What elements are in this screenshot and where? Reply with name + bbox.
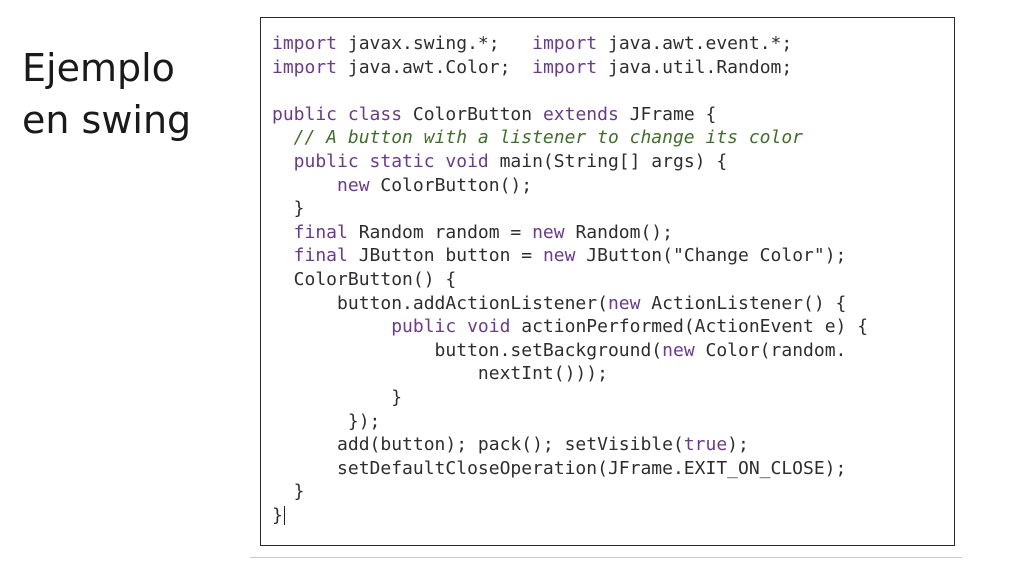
- code-token: ActionListener() {: [640, 292, 847, 314]
- keyword-token: final: [272, 245, 348, 267]
- code-line: public static void main(String[] args) {: [272, 150, 946, 174]
- keyword-token: import: [272, 56, 338, 78]
- code-token: }: [272, 481, 305, 503]
- code-token: ColorButton();: [369, 174, 533, 196]
- keyword-token: new: [607, 292, 641, 314]
- code-line: final JButton button = new JButton("Chan…: [272, 244, 946, 268]
- code-line: final Random random = new Random();: [272, 221, 946, 245]
- code-line: button.addActionListener(new ActionListe…: [272, 292, 946, 316]
- code-line: });: [272, 410, 946, 434]
- code-token: actionPerformed(ActionEvent e) {: [510, 316, 869, 338]
- code-line: import java.awt.Color; import java.util.…: [272, 56, 946, 80]
- comment-token: // A button with a listener to change it…: [272, 127, 804, 149]
- keyword-token: extends: [542, 103, 619, 125]
- code-line: import javax.swing.*; import java.awt.ev…: [272, 32, 946, 56]
- keyword-token: public static void: [272, 150, 489, 172]
- code-listing: import javax.swing.*; import java.awt.ev…: [260, 17, 955, 546]
- divider: [250, 557, 962, 558]
- code-line: setDefaultCloseOperation(JFrame.EXIT_ON_…: [272, 457, 946, 481]
- code-line: new ColorButton();: [272, 174, 946, 198]
- code-line: nextInt()));: [272, 362, 946, 386]
- code-line: }: [272, 504, 946, 528]
- code-lines: import javax.swing.*; import java.awt.ev…: [272, 32, 946, 527]
- keyword-token: public void: [272, 316, 511, 338]
- code-token: }: [272, 504, 283, 526]
- code-token: add(button); pack(); setVisible(: [272, 434, 684, 456]
- code-token: java.awt.event.*;: [597, 33, 793, 54]
- code-line: public void actionPerformed(ActionEvent …: [272, 315, 946, 339]
- code-line: public class ColorButton extends JFrame …: [272, 103, 946, 127]
- keyword-token: import: [532, 56, 598, 78]
- keyword-token: import: [272, 33, 338, 54]
- code-line: [272, 79, 946, 103]
- slide-title-line-2: en swing: [22, 98, 192, 142]
- code-token: });: [272, 410, 381, 432]
- code-token: nextInt()));: [272, 363, 608, 385]
- code-token: );: [727, 434, 749, 456]
- code-token: java.util.Random;: [597, 56, 793, 78]
- keyword-token: true: [683, 434, 728, 456]
- code-token: Color(random.: [694, 339, 847, 361]
- code-token: button.addActionListener(: [272, 292, 608, 314]
- code-token: Random();: [564, 221, 673, 243]
- keyword-token: public class: [272, 103, 403, 125]
- code-token: button.setBackground(: [272, 339, 663, 361]
- code-token: main(String[] args) {: [488, 150, 728, 172]
- keyword-token: new: [272, 174, 370, 196]
- code-line: add(button); pack(); setVisible(true);: [272, 433, 946, 457]
- code-line: }: [272, 480, 946, 504]
- code-token: ColorButton() {: [272, 268, 457, 290]
- code-token: JButton("Change Color");: [575, 245, 847, 267]
- code-line: // A button with a listener to change it…: [272, 126, 946, 150]
- code-token: java.awt.Color;: [337, 56, 533, 78]
- code-token: JButton button =: [347, 245, 543, 267]
- code-token: }: [272, 198, 305, 220]
- code-token: setDefaultCloseOperation(JFrame.EXIT_ON_…: [272, 457, 847, 479]
- keyword-token: import: [532, 33, 598, 54]
- code-token: JFrame {: [618, 103, 717, 125]
- keyword-token: final: [272, 221, 348, 243]
- keyword-token: new: [532, 221, 565, 243]
- slide-title-line-1: Ejemplo: [22, 46, 175, 90]
- keyword-token: new: [542, 245, 576, 267]
- slide-title: Ejemplo en swing: [22, 42, 191, 146]
- code-line: button.setBackground(new Color(random.: [272, 339, 946, 363]
- code-line: }: [272, 197, 946, 221]
- keyword-token: new: [662, 339, 695, 361]
- text-cursor: [283, 506, 285, 526]
- code-token: ColorButton: [402, 103, 543, 125]
- code-line: ColorButton() {: [272, 268, 946, 292]
- code-token: }: [272, 386, 403, 408]
- code-line: }: [272, 386, 946, 410]
- code-token: javax.swing.*;: [337, 33, 533, 54]
- code-token: Random random =: [347, 221, 533, 243]
